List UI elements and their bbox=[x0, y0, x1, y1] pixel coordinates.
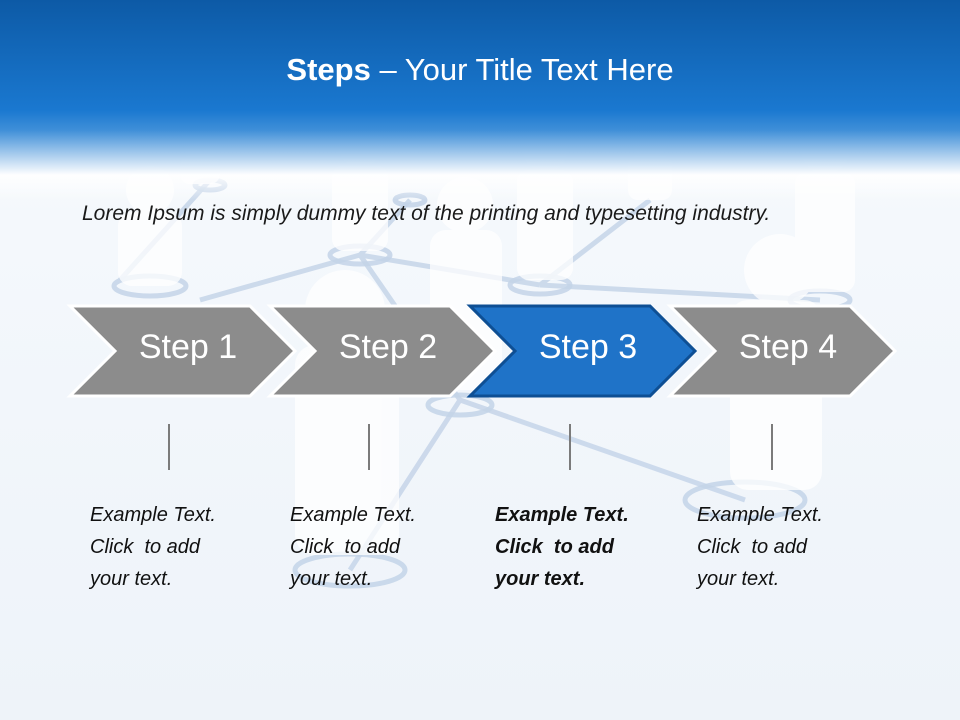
intro-text: Lorem Ipsum is simply dummy text of the … bbox=[82, 202, 771, 225]
step-2-note-line-1: Example Text. bbox=[290, 504, 416, 526]
step-4-note[interactable]: Example Text. Click to add your text. bbox=[697, 499, 867, 595]
slide-title: Steps – Your Title Text Here bbox=[0, 52, 960, 88]
step-3-note-line-3: your text. bbox=[495, 568, 586, 590]
step-1-note[interactable]: Example Text. Click to add your text. bbox=[90, 499, 260, 595]
step-4-label: Step 4 bbox=[738, 328, 838, 366]
step-1-label: Step 1 bbox=[138, 328, 238, 366]
step-1-note-line-2: Click to add bbox=[90, 536, 201, 558]
step-3-note[interactable]: Example Text. Click to add your text. bbox=[495, 499, 665, 595]
step-4-note-line-1: Example Text. bbox=[697, 504, 823, 526]
step-2-chevron[interactable] bbox=[266, 304, 498, 398]
step-2-connector bbox=[368, 424, 370, 470]
step-3-connector bbox=[569, 424, 571, 470]
step-1-chevron[interactable] bbox=[66, 304, 298, 398]
title-bold: Steps bbox=[286, 52, 371, 87]
step-1-note-line-1: Example Text. bbox=[90, 504, 216, 526]
step-2-note-line-3: your text. bbox=[290, 568, 373, 590]
step-4-note-line-3: your text. bbox=[697, 568, 780, 590]
title-bar bbox=[0, 0, 960, 200]
step-3-label: Step 3 bbox=[538, 328, 638, 366]
title-rest: – Your Title Text Here bbox=[370, 52, 674, 87]
step-2-note-line-2: Click to add bbox=[290, 536, 401, 558]
step-3-note-line-1: Example Text. bbox=[495, 504, 629, 526]
step-4-chevron[interactable] bbox=[666, 304, 898, 398]
step-4-note-line-2: Click to add bbox=[697, 536, 808, 558]
step-1-note-line-3: your text. bbox=[90, 568, 173, 590]
step-2-note[interactable]: Example Text. Click to add your text. bbox=[290, 499, 460, 595]
step-1-connector bbox=[168, 424, 170, 470]
step-4-connector bbox=[771, 424, 773, 470]
step-3-note-line-2: Click to add bbox=[495, 536, 614, 558]
step-3-chevron[interactable] bbox=[466, 304, 698, 398]
step-2-label: Step 2 bbox=[338, 328, 438, 366]
